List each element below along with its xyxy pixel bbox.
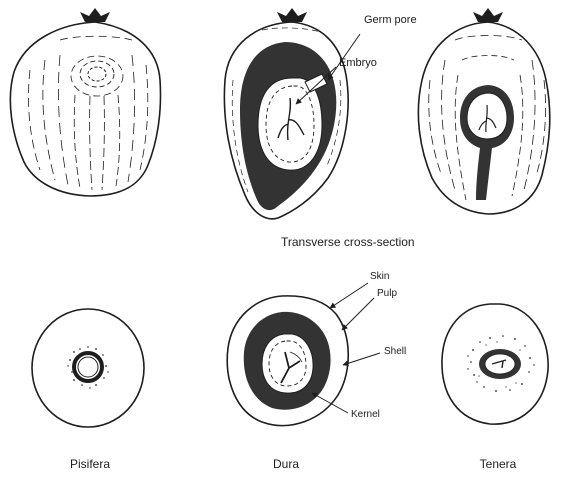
dura-label: Dura (273, 458, 299, 470)
tenera-calyx (473, 8, 503, 22)
skin-label: Skin (370, 271, 389, 283)
pulp-leader (342, 298, 374, 330)
shell-label: Shell (384, 346, 406, 358)
pisifera-calyx (80, 8, 110, 22)
pisifera-label: Pisifera (70, 458, 110, 470)
tenera-label: Tenera (480, 458, 517, 470)
kernel-label: Kernel (351, 409, 380, 421)
pisifera-center-ring (88, 67, 106, 81)
skin-leader (330, 283, 368, 308)
pisifera-transverse-section (32, 309, 144, 427)
pisifera-fibres (28, 36, 147, 190)
transverse-caption: Transverse cross-section (281, 236, 415, 248)
dura-kernel (258, 78, 322, 170)
dura-transverse-section (227, 296, 348, 426)
tenera-transverse-section (442, 304, 548, 424)
dura-longitudinal-section (224, 8, 348, 219)
dura-calyx (277, 8, 307, 22)
pisifera-longitudinal-section (10, 8, 160, 196)
pulp-label: Pulp (377, 288, 397, 300)
germ-pore-label: Germ pore (364, 14, 417, 26)
tenera-cross-kernel (485, 354, 515, 374)
tenera-longitudinal-section (418, 8, 549, 214)
kernel-leader (312, 393, 348, 413)
pisifera-fruit-outline (10, 22, 160, 196)
embryo-label: Embryo (339, 57, 377, 69)
